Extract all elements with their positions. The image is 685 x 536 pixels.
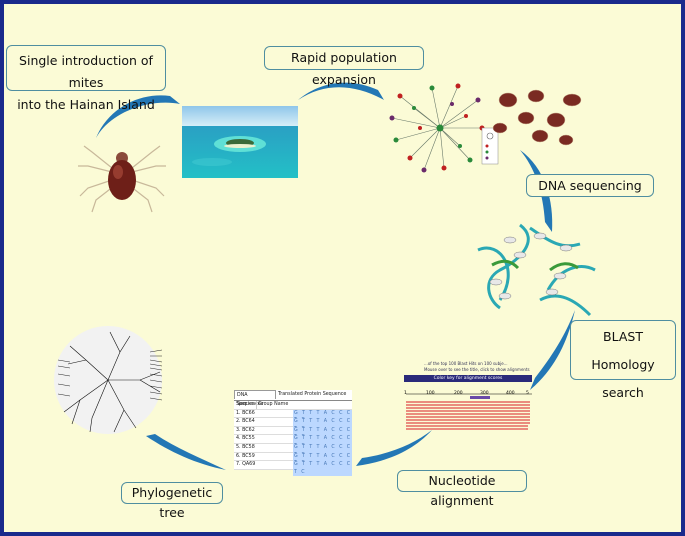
tick-label: 1 [404,391,407,396]
arrow-network-to-dna [520,150,553,232]
label-rapid-text: Rapid population expansion [291,50,397,87]
label-nucleotide-alignment: Nucleotide alignment [397,470,527,508]
dna-helix-icon [477,223,596,317]
col-group: Group Name [256,401,294,409]
row-name: 1. BC66 [236,410,255,416]
arrow-mite-to-island [96,95,180,138]
label-blast-line1: BLAST [603,329,643,344]
blast-subtitle: Mouse over to see the title, click to sh… [424,367,530,372]
island-photo [182,106,298,178]
arrow-dna-to-blast [530,310,575,390]
tab-dna-sequences: DNA Sequences [234,390,276,407]
table-header-row: Species Group Name [234,401,352,410]
arrow-blast-to-table [356,430,432,466]
label-single-line2: into the Hainan Island [17,97,155,112]
row-seq: G T T T A C C C T C [293,461,352,477]
label-blast-line2: Homology search [591,357,655,400]
row-name: 7. QA69 [236,462,256,468]
tick-label: 5 [526,391,529,396]
table-row: 7. QA69 G T T T A C C C T C [234,461,352,477]
network-legend-icon [481,127,499,165]
blast-title: ...of the top 100 Blast Hits on 100 subj… [424,361,508,366]
arrow-island-to-network [298,82,384,100]
dna-base-tags [489,232,573,300]
mite-group-icon [492,89,582,146]
phylogenetic-tree-icon [54,326,163,434]
network-nodes [389,83,485,173]
arrow-table-to-tree [146,434,226,470]
blast-hit-bars [406,401,530,430]
mite-icon [78,145,166,213]
tick-label: 200 [454,391,463,396]
row-name: 3. BC62 [236,427,255,433]
row-name: 2. BC64 [236,419,255,425]
label-dna-sequencing: DNA sequencing [526,174,654,197]
label-phylogenetic-tree: Phylogenetic tree [121,482,223,520]
label-single-line1: Single introduction of mites [19,53,153,90]
tick-label: 400 [506,391,515,396]
label-phylo-text: Phylogenetic tree [131,485,213,520]
label-blast: BLAST Homology search [570,320,676,400]
blast-color-key: Color key for alignment scores [404,375,532,382]
tab-translated-protein: Translated Protein Sequence [278,392,347,397]
row-name: 5. BC58 [236,444,255,450]
label-dna-text: DNA sequencing [538,178,642,193]
label-single-introduction: Single introduction of mites into the Ha… [6,45,166,112]
tick-label: 300 [480,391,489,396]
col-species: Species [236,402,255,407]
label-nucleotide-text: Nucleotide alignment [428,473,496,508]
row-name: 4. BC55 [236,436,255,442]
row-name: 6. BC59 [236,453,255,459]
label-rapid-expansion: Rapid population expansion [264,46,424,87]
haplotype-network [391,85,482,171]
sequence-alignment-table: DNA Sequences Translated Protein Sequenc… [234,390,352,477]
blast-results-panel: ...of the top 100 Blast Hits on 100 subj… [404,361,532,431]
tick-label: 100 [426,391,435,396]
